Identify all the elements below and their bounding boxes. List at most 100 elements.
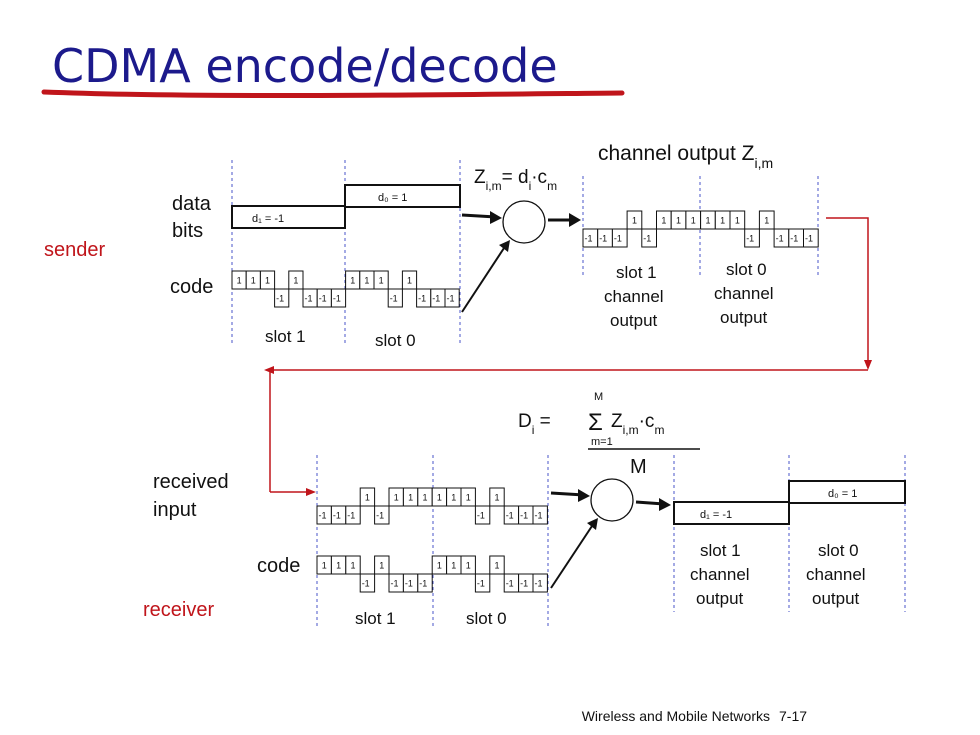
sender-code-chip-label-0: 1 xyxy=(237,276,242,286)
decode-denominator: M xyxy=(630,456,647,478)
sender-slot0-label: slot 0 xyxy=(375,331,416,350)
decoded-slot1-label: slot 1 channel output xyxy=(690,541,750,608)
decode-multiplier-circle xyxy=(590,478,634,522)
receiver-code-chip-2 xyxy=(345,555,361,575)
receiver-code-chip-label-1: 1 xyxy=(336,561,341,571)
channel-slot0-output-label: slot 0 channel output xyxy=(714,260,774,327)
channel-output-chip-label-9: 1 xyxy=(720,216,725,226)
dec-slot1-line1: slot 1 xyxy=(700,541,741,560)
sender-code-chip-11 xyxy=(387,288,403,308)
flow-arrow xyxy=(264,217,872,496)
encode-formula: Zi,m= di·cm xyxy=(474,167,557,193)
sender-code-chip-label-2: 1 xyxy=(265,276,270,286)
channel-output-chip-label-3: 1 xyxy=(632,216,637,226)
data-bits-label-2: bits xyxy=(172,220,203,242)
sender-code-chip-label-9: 1 xyxy=(364,276,369,286)
receiver-code-chip-label-7: -1 xyxy=(419,579,427,589)
channel-output-chip-4 xyxy=(641,228,657,248)
received-label-2: input xyxy=(153,499,197,521)
received-chip-10 xyxy=(460,487,476,507)
sender-code-chip-label-3: -1 xyxy=(276,294,284,304)
decode-sum-upper: M xyxy=(594,391,603,403)
title-underline xyxy=(41,89,625,99)
received-chip-label-15: -1 xyxy=(535,511,543,521)
decoded-slot0-label: slot 0 channel output xyxy=(806,541,866,608)
receiver-code-chip-11 xyxy=(474,573,491,593)
receiver-label: receiver xyxy=(143,599,214,621)
slide-title: CDMA encode/decode xyxy=(52,39,558,93)
received-chip-3 xyxy=(359,487,376,507)
sender-code-chip-label-5: -1 xyxy=(305,294,313,304)
received-chip-11 xyxy=(474,505,491,525)
chan-slot0-line2: channel xyxy=(714,284,774,303)
channel-output-title: channel output Zi,m xyxy=(598,142,773,171)
sender-code-chip-label-14: -1 xyxy=(432,294,440,304)
received-chip-label-14: -1 xyxy=(520,511,528,521)
receiver-slot0-label: slot 0 xyxy=(466,609,507,628)
decode-formula-rhs: Zi,m·cm xyxy=(611,411,664,437)
sender-label: sender xyxy=(44,239,105,261)
received-chip-label-3: 1 xyxy=(365,493,370,503)
received-chip-label-10: 1 xyxy=(466,493,471,503)
channel-output-chip-12 xyxy=(758,210,775,230)
received-chip-12 xyxy=(489,487,505,507)
sender-code-chip-3 xyxy=(274,288,290,308)
received-chip-4 xyxy=(374,505,390,525)
receiver-code-chip-label-2: 1 xyxy=(351,561,356,571)
sender-code-chip-4 xyxy=(288,270,304,290)
decoded-d1-box xyxy=(673,501,790,525)
sender-slot1-label: slot 1 xyxy=(265,327,306,346)
decoded-d0-box xyxy=(788,480,906,504)
sender-code-chip-label-10: 1 xyxy=(379,276,384,286)
channel-output-chip-label-0: -1 xyxy=(585,234,593,244)
channel-output-chip-10 xyxy=(729,210,746,230)
sender-code-chip-label-8: 1 xyxy=(350,276,355,286)
receiver-code-chip-label-15: -1 xyxy=(535,579,543,589)
receiver-code-label: code xyxy=(257,555,300,577)
received-chip-label-4: -1 xyxy=(376,511,384,521)
sender-code-chip-label-15: -1 xyxy=(447,294,455,304)
channel-output-chip-label-8: 1 xyxy=(705,216,710,226)
received-chip-label-8: 1 xyxy=(437,493,442,503)
decode-arrows xyxy=(550,489,671,589)
receiver-code-chip-7 xyxy=(417,573,433,593)
channel-output-chip-label-5: 1 xyxy=(661,216,666,226)
channel-output-chip-label-2: -1 xyxy=(614,234,622,244)
sender-code-chip-label-7: -1 xyxy=(333,294,341,304)
channel-output-chip-label-7: 1 xyxy=(691,216,696,226)
dec-slot0-line2: channel xyxy=(806,565,866,584)
sender-code-chip-label-4: 1 xyxy=(293,276,298,286)
sender-code-chip-12 xyxy=(401,270,418,290)
receiver-code-chip-label-5: -1 xyxy=(391,579,399,589)
decode-formula: Di = M Σ m=1 Zi,m·cm M xyxy=(518,391,700,478)
channel-slot1-output-label: slot 1 channel output xyxy=(604,263,664,330)
receiver-code-chip-label-9: 1 xyxy=(451,561,456,571)
dec-slot1-line2: channel xyxy=(690,565,750,584)
chan-slot0-line3: output xyxy=(720,308,768,327)
received-chip-label-2: -1 xyxy=(347,511,355,521)
receiver-code-chip-3 xyxy=(359,573,376,593)
received-chip-2 xyxy=(345,505,361,525)
sender-code-chip-label-12: 1 xyxy=(407,276,412,286)
sender-code-chip-label-13: -1 xyxy=(418,294,426,304)
received-chip-label-7: 1 xyxy=(423,493,428,503)
receiver-d0-label: d₀ = 1 xyxy=(828,488,857,500)
d1-bit-box xyxy=(231,205,346,229)
footer-text: Wireless and Mobile Networks xyxy=(582,708,770,724)
d0-bit-box xyxy=(344,184,461,208)
receiver-code-chip-15 xyxy=(532,573,548,593)
decode-sigma: Σ xyxy=(588,409,603,436)
receiver-code-chip-label-0: 1 xyxy=(322,561,327,571)
channel-output-chip-label-11: -1 xyxy=(746,234,754,244)
sender-code-chip-label-1: 1 xyxy=(251,276,256,286)
channel-output-chip-3 xyxy=(626,210,643,230)
chan-slot0-line1: slot 0 xyxy=(726,260,767,279)
receiver-code-chip-label-11: -1 xyxy=(477,579,485,589)
channel-output-chip-2 xyxy=(611,228,628,248)
sender-code-chip-label-6: -1 xyxy=(319,294,327,304)
receiver-code-chip-10 xyxy=(460,555,476,575)
